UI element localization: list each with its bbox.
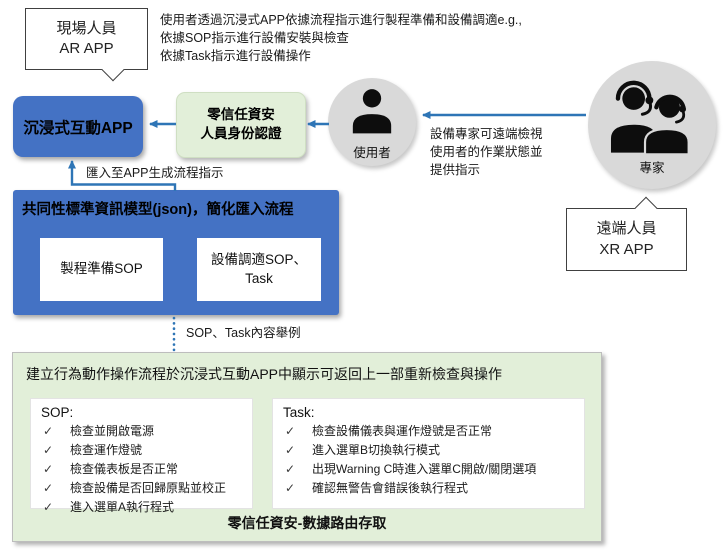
remote-staff-callout: 遠端人員 XR APP — [566, 196, 687, 271]
experts-icon — [610, 80, 690, 156]
immersive-app-label: 沉浸式互動APP — [23, 119, 133, 137]
field-staff-line1: 現場人員 — [56, 19, 117, 37]
json-model-title: 共同性標準資訊模型(json)，簡化匯入流程 — [22, 202, 294, 218]
process-prep-sop-label: 製程準備SOP — [60, 261, 143, 277]
immersive-app-box: 沉浸式互動APP — [13, 96, 143, 157]
sop-task-example-label: SOP、Task內容舉例 — [186, 326, 301, 340]
sop-item-text: 檢查運作燈號 — [70, 443, 143, 457]
check-icon: ✓ — [43, 424, 54, 438]
callout-pointer-up — [634, 196, 658, 220]
user-icon — [352, 89, 392, 134]
task-item: ✓ 出現Warning C時進入選單C開啟/關閉選項 — [283, 460, 576, 479]
json-model-box: 共同性標準資訊模型(json)，簡化匯入流程 製程準備SOP 設備調適SOP、 … — [13, 190, 339, 315]
sop-item: ✓ 檢查設備是否回歸原點並校正 — [41, 479, 244, 498]
equipment-tuning-line2: Task — [245, 270, 273, 286]
expert-note-line2: 使用者的作業狀態並 — [430, 144, 543, 159]
sop-item-text: 檢查並開啟電源 — [70, 424, 155, 438]
check-icon: ✓ — [285, 481, 296, 495]
check-icon: ✓ — [285, 424, 296, 438]
task-item-text: 確認無警告會錯誤後執行程式 — [312, 481, 469, 495]
expert-note-line1: 設備專家可遠端檢視 — [430, 127, 543, 141]
check-icon: ✓ — [43, 462, 54, 476]
task-list-box: Task: ✓ 檢查設備儀表與運作燈號是否正常 ✓ 進入選單B切換執行模式 ✓ … — [272, 398, 585, 509]
check-icon: ✓ — [43, 481, 54, 495]
sop-list-title: SOP: — [41, 405, 74, 420]
check-icon: ✓ — [43, 443, 54, 457]
sop-item: ✓ 檢查運作燈號 — [41, 441, 244, 460]
intro-note: 使用者透過沉浸式APP依據流程指示進行製程準備和設備調適e.g., 依據SOP指… — [160, 11, 600, 65]
process-prep-sop-box: 製程準備SOP — [40, 238, 163, 301]
identity-auth-line1: 零信任資安 — [207, 107, 275, 123]
remote-staff-line2: XR APP — [599, 240, 654, 258]
intro-note-line2: 依據SOP指示進行設備安裝與檢查 — [160, 31, 349, 46]
experts-circle: 專家 — [588, 61, 716, 189]
task-item: ✓ 進入選單B切換執行模式 — [283, 441, 576, 460]
identity-auth-box: 零信任資安 人員身份認證 — [176, 92, 306, 158]
expert-note-line3: 提供指示 — [430, 162, 481, 177]
workflow-panel-header: 建立行為動作操作流程於沉浸式互動APP中顯示可返回上一部重新檢查與操作 — [26, 366, 503, 382]
user-label: 使用者 — [353, 146, 391, 160]
experts-label: 專家 — [639, 161, 665, 175]
task-item: ✓ 確認無警告會錯誤後執行程式 — [283, 479, 576, 498]
sop-item-text: 檢查儀表板是否正常 — [70, 462, 179, 476]
task-item-text: 進入選單B切換執行模式 — [312, 443, 441, 457]
task-item: ✓ 檢查設備儀表與運作燈號是否正常 — [283, 422, 576, 441]
sop-item: ✓ 檢查並開啟電源 — [41, 422, 244, 441]
workflow-panel: 建立行為動作操作流程於沉浸式互動APP中顯示可返回上一部重新檢查與操作 SOP:… — [12, 352, 602, 542]
callout-pointer-down — [101, 58, 125, 82]
sop-item-text: 進入選單A執行程式 — [70, 500, 175, 514]
user-circle: 使用者 — [328, 78, 416, 166]
field-staff-line2: AR APP — [59, 40, 114, 57]
import-flow-label: 匯入至APP生成流程指示 — [86, 166, 224, 180]
sop-item: ✓ 進入選單A執行程式 — [41, 498, 244, 517]
check-icon: ✓ — [43, 500, 54, 514]
check-icon: ✓ — [285, 462, 296, 476]
task-item-text: 檢查設備儀表與運作燈號是否正常 — [312, 424, 493, 438]
intro-note-line1: 使用者透過沉浸式APP依據流程指示進行製程準備和設備調適e.g., — [160, 13, 522, 27]
sop-item-text: 檢查設備是否回歸原點並校正 — [70, 481, 227, 495]
sop-item: ✓ 檢查儀表板是否正常 — [41, 460, 244, 479]
intro-note-line3: 依據Task指示進行設備操作 — [160, 49, 311, 64]
expert-note: 設備專家可遠端檢視 使用者的作業狀態並 提供指示 — [430, 126, 565, 179]
check-icon: ✓ — [285, 443, 296, 457]
field-staff-callout: 現場人員 AR APP — [25, 8, 148, 82]
task-list-title: Task: — [283, 405, 315, 420]
sop-list-box: SOP: ✓ 檢查並開啟電源 ✓ 檢查運作燈號 ✓ 檢查儀表板是否正常 ✓ 檢查… — [30, 398, 253, 514]
task-item-text: 出現Warning C時進入選單C開啟/關閉選項 — [312, 462, 537, 476]
identity-auth-line2: 人員身份認證 — [200, 126, 282, 141]
equipment-tuning-line1: 設備調適SOP、 — [210, 252, 307, 268]
equipment-tuning-box: 設備調適SOP、 Task — [197, 238, 321, 301]
zero-trust-data-routing-label: 零信任資安-數據路由存取 — [227, 515, 387, 531]
remote-staff-line1: 遠端人員 — [596, 220, 657, 238]
